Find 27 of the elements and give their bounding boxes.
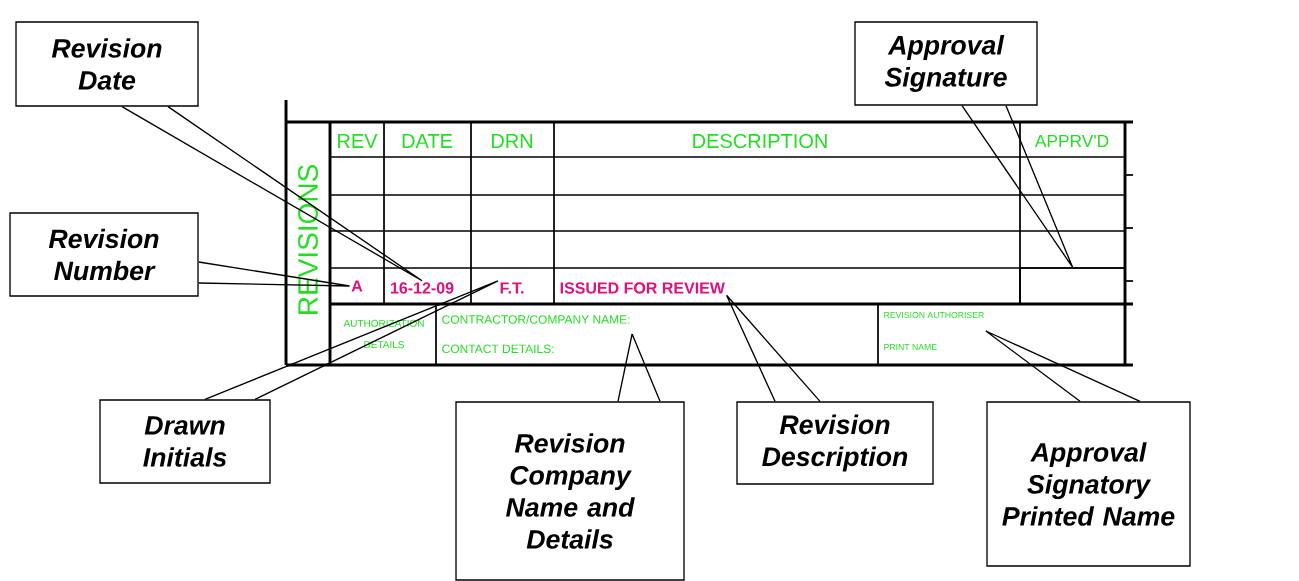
callout-box: Approval Signature: [854, 21, 1038, 106]
table-entry: 16-12-09: [391, 282, 454, 294]
callout-box: Drawn Initials: [99, 399, 271, 484]
column-heading: APPRV'D: [1034, 135, 1109, 147]
callout-pointer: [725, 294, 821, 402]
callout-box: Revision Company Name and Details: [455, 401, 685, 581]
table-entry: ISSUED FOR REVIEW: [560, 282, 725, 294]
table-entry: F.T.: [500, 282, 524, 294]
callout-pointer: [121, 106, 423, 282]
callout-pointer: [617, 333, 661, 402]
column-heading: DRN: [492, 134, 532, 148]
column-heading: REV: [338, 134, 378, 148]
callout-pointer: [961, 105, 1074, 268]
callout-pointer: [204, 280, 499, 400]
column-heading: DATE: [402, 134, 453, 148]
callout-pointer: [198, 261, 351, 287]
table-entry: A: [351, 280, 363, 292]
callout-box: Revision Number: [9, 212, 199, 297]
field-label: REVISION AUTHORISER PRINT NAME: [884, 312, 984, 350]
callout-box: Revision Date: [15, 21, 199, 107]
column-heading: DESCRIPTION: [693, 133, 827, 149]
callout-box: Revision Description: [736, 401, 934, 485]
signature-cell: [1019, 267, 1126, 305]
field-label: CONTRACTOR/COMPANY NAME: CONTACT DETAILS:: [442, 314, 630, 354]
callout-pointer: [985, 330, 1141, 402]
table-title: REVISIONS: [298, 165, 318, 314]
callout-box: Approval Signatory Printed Name: [986, 401, 1191, 567]
